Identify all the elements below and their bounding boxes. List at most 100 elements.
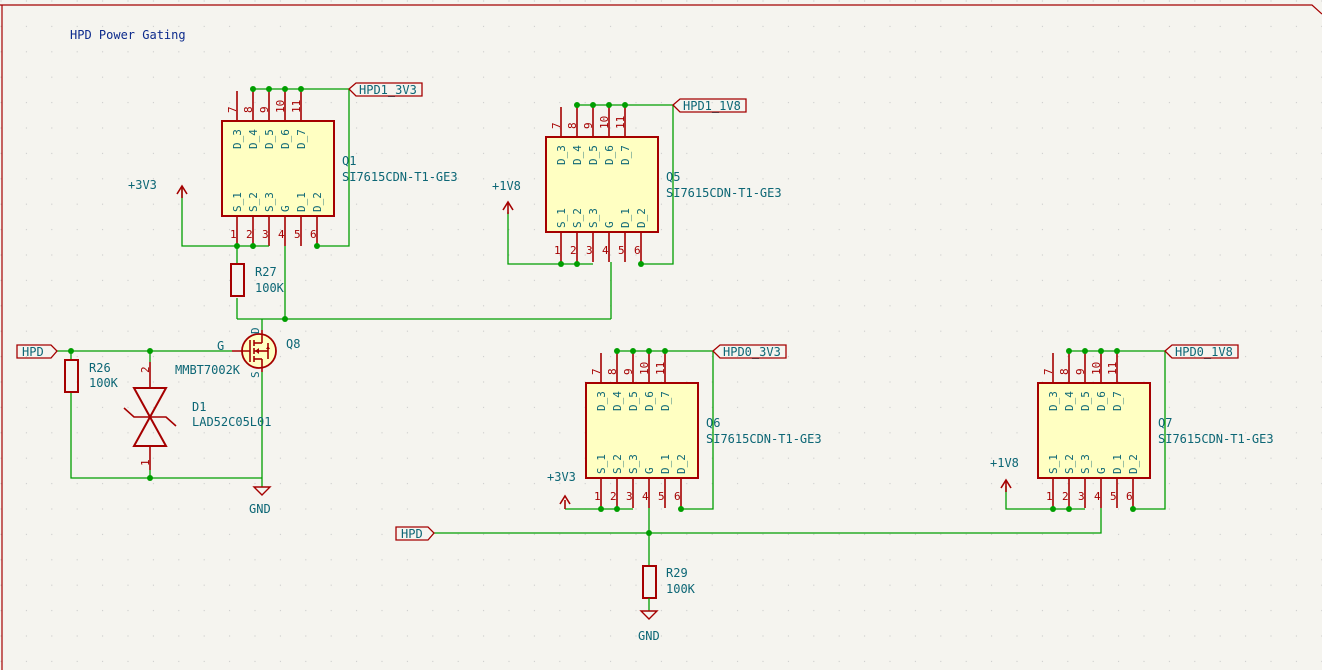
pin-num: 2 — [139, 366, 152, 373]
pin-num: 3 — [626, 490, 633, 503]
pin-num: 6 — [674, 490, 681, 503]
pin-name: D_6 — [603, 145, 616, 165]
mosfet-q1[interactable]: 7 8 9 10 11 D_3 D_4 D_5 D_6 D_7 S_1 S_2 … — [221, 91, 458, 246]
pin-num: 6 — [634, 244, 641, 257]
pin-name: D_2 — [675, 454, 688, 474]
net-label-hpd0-1v8[interactable]: HPD0_1V8 — [1164, 344, 1239, 359]
power-symbol-3v3-q6: +3V3 — [547, 470, 576, 509]
mosfet-body — [1037, 382, 1151, 479]
pin-name: S_1 — [555, 208, 568, 228]
pin-name: D_1 — [659, 454, 672, 474]
pin-name: D_5 — [1079, 391, 1092, 411]
part-value: SI7615CDN-T1-GE3 — [342, 170, 458, 184]
power-symbol-1v8-q7: +1V8 — [990, 456, 1019, 492]
net-label-hpd0-3v3[interactable]: HPD0_3V3 — [712, 344, 787, 359]
diode-d1[interactable]: 2 1 D1 LAD52C05L01 — [123, 362, 271, 470]
pin-name: D_4 — [611, 391, 624, 411]
pin-num: 3 — [586, 244, 593, 257]
pin-num: 10 — [1090, 362, 1103, 375]
pin-name: D_3 — [555, 145, 568, 165]
pin-num: 2 — [570, 244, 577, 257]
net-label-text: HPD1_1V8 — [683, 99, 741, 113]
pin-name: D_7 — [619, 145, 632, 165]
pin-num: 8 — [566, 122, 579, 129]
ref-designator: R29 — [666, 566, 688, 580]
pin-num: 9 — [258, 106, 271, 113]
mosfet-q6[interactable]: 7 8 9 10 11 D_3 D_4 D_5 D_6 D_7 S_1 S_2 … — [585, 353, 822, 508]
q7-junctions — [1050, 348, 1136, 512]
ground-symbol-bottom: GND — [638, 610, 660, 643]
pin-name: D_4 — [571, 145, 584, 165]
power-symbol-1v8: +1V8 — [492, 179, 521, 214]
q1-junctions — [234, 86, 320, 322]
net-label-text: HPD — [22, 345, 44, 359]
pin-name: S_2 — [247, 192, 260, 212]
net-label-hpd-left[interactable]: HPD — [16, 344, 58, 359]
pin-num: 9 — [1074, 368, 1087, 375]
pin-name: D_2 — [311, 192, 324, 212]
pin-num: 5 — [294, 228, 301, 241]
resistor-body — [230, 263, 245, 297]
resistor-r26[interactable]: R26 100K — [64, 359, 119, 393]
resistor-r27[interactable]: R27 100K — [230, 263, 285, 297]
pin-name: D_5 — [587, 145, 600, 165]
pin-name: S_3 — [263, 192, 276, 212]
pin-num: 1 — [554, 244, 561, 257]
pin-num: 3 — [1078, 490, 1085, 503]
pin-name: S_2 — [611, 454, 624, 474]
pin-num: 1 — [139, 459, 152, 466]
pin-name: D_7 — [1111, 391, 1124, 411]
part-value: MMBT7002K — [175, 363, 241, 377]
part-value: SI7615CDN-T1-GE3 — [666, 186, 782, 200]
pin-name: D — [249, 327, 262, 334]
ground-label: GND — [638, 629, 660, 643]
pin-name: D_6 — [1095, 391, 1108, 411]
pin-name: D_5 — [263, 129, 276, 149]
pin-num: 7 — [1042, 368, 1055, 375]
pin-num: 8 — [242, 106, 255, 113]
pin-num: 11 — [290, 100, 303, 113]
net-label-hpd1-1v8[interactable]: HPD1_1V8 — [672, 98, 747, 113]
pin-name: D_5 — [627, 391, 640, 411]
pin-name: D_6 — [279, 129, 292, 149]
pin-name: D_3 — [595, 391, 608, 411]
gate-label: G — [217, 339, 224, 353]
net-label-text: HPD0_1V8 — [1175, 345, 1233, 359]
pin-name: S_3 — [1079, 454, 1092, 474]
pin-name: D_1 — [619, 208, 632, 228]
pin-name: D_2 — [1127, 454, 1140, 474]
power-label: +1V8 — [492, 179, 521, 193]
q6-junctions — [598, 348, 684, 536]
resistor-r29[interactable]: R29 100K — [642, 565, 696, 611]
pin-name: S_3 — [587, 208, 600, 228]
pin-name: G — [1095, 467, 1108, 474]
pin-num: 1 — [594, 490, 601, 503]
part-value: 100K — [89, 376, 119, 390]
pin-num: 2 — [610, 490, 617, 503]
pin-name: S_1 — [231, 192, 244, 212]
pin-name: S_1 — [595, 454, 608, 474]
pin-num: 8 — [606, 368, 619, 375]
pin-num: 11 — [654, 362, 667, 375]
net-label-text: HPD0_3V3 — [723, 345, 781, 359]
pin-num: 6 — [1126, 490, 1133, 503]
mosfet-q5[interactable]: 7 8 9 10 11 D_3 D_4 D_5 D_6 D_7 S_1 S_2 … — [545, 107, 782, 262]
pin-num: 5 — [658, 490, 665, 503]
sheet-title: HPD Power Gating — [70, 28, 186, 42]
power-label: +1V8 — [990, 456, 1019, 470]
mosfet-q8[interactable]: G D S Q8 MMBT7002K — [175, 327, 300, 378]
sheet-border — [0, 4, 1322, 15]
ref-designator: Q8 — [286, 337, 300, 351]
pin-num: 4 — [278, 228, 285, 241]
pin-num: 11 — [1106, 362, 1119, 375]
net-label-hpd-bottom[interactable]: HPD — [395, 526, 435, 541]
q5-junctions — [558, 102, 644, 267]
pin-num: 10 — [598, 116, 611, 129]
mosfet-q7[interactable]: 7 8 9 10 11 D_3 D_4 D_5 D_6 D_7 S_1 S_2 … — [1037, 353, 1274, 508]
net-label-text: HPD1_3V3 — [359, 83, 417, 97]
pin-name: D_6 — [643, 391, 656, 411]
net-label-hpd1-3v3[interactable]: HPD1_3V3 — [348, 82, 423, 97]
pin-name: D_4 — [1063, 391, 1076, 411]
